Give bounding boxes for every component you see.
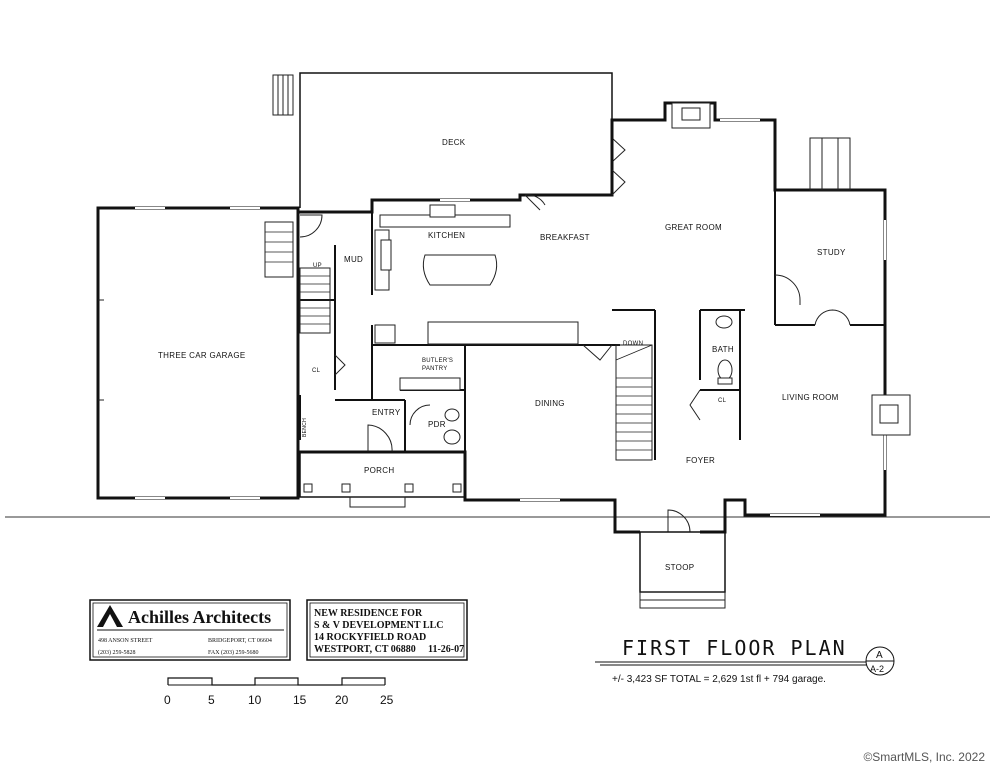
label-study: STUDY (817, 248, 846, 257)
label-kitchen: KITCHEN (428, 231, 465, 240)
architect-city: BRIDGEPORT, CT 06604 (208, 638, 272, 644)
pantry-counter (427, 321, 579, 345)
label-living-room: LIVING ROOM (782, 393, 839, 402)
sheet-title: FIRST FLOOR PLAN (622, 636, 847, 660)
label-stoop: STOOP (665, 563, 694, 572)
sheet-title-block: FIRST FLOOR PLAN A A-2 +/- 3,423 SF TOTA… (595, 636, 895, 685)
project-line-2: S & V DEVELOPMENT LLC (314, 620, 443, 631)
label-breakfast: BREAKFAST (540, 233, 590, 242)
kitchen-cabinets (374, 204, 511, 291)
label-porch: PORCH (364, 466, 394, 475)
label-dining: DINING (535, 399, 565, 408)
label-garage: THREE CAR GARAGE (158, 351, 245, 360)
architect-logo (97, 605, 123, 627)
architect-name: Achilles Architects (128, 607, 271, 627)
scale-tick-0: 0 (164, 693, 171, 707)
architect-title-block: Achilles Architects 498 ANSON STREET BRI… (89, 599, 291, 661)
door-swings (299, 214, 851, 533)
fireplace-living-room (871, 394, 911, 436)
label-pdr: PDR (428, 420, 446, 429)
architect-fax: FAX (203) 259-5680 (208, 649, 259, 656)
project-block: NEW RESIDENCE FOR S & V DEVELOPMENT LLC … (306, 599, 468, 661)
copyright-watermark: ©SmartMLS, Inc. 2022 (863, 750, 985, 764)
label-entry: ENTRY (372, 408, 401, 417)
scale-tick-5: 5 (208, 693, 215, 707)
fireplace-great-room (671, 102, 711, 129)
label-down: DOWN (623, 341, 643, 347)
architect-address: 498 ANSON STREET (98, 638, 153, 644)
label-closet-mud: CL (312, 368, 321, 374)
label-up: UP (313, 263, 322, 269)
kitchen-island (422, 254, 498, 286)
deck (272, 72, 626, 208)
label-butlers-pantry-2: PANTRY (422, 366, 448, 372)
scale-tick-15: 15 (293, 693, 307, 707)
project-line-3: 14 ROCKYFIELD ROAD (314, 632, 426, 643)
stoop (639, 531, 726, 609)
project-date: 11-26-07 (428, 644, 464, 655)
project-line-4: WESTPORT, CT 06880 (314, 644, 416, 655)
label-bath: BATH (712, 345, 734, 354)
area-note: +/- 3,423 SF TOTAL = 2,629 1st fl + 794 … (612, 674, 826, 685)
label-foyer: FOYER (686, 456, 715, 465)
label-deck: DECK (442, 138, 466, 147)
scale-tick-10: 10 (248, 693, 262, 707)
scale-tick-25: 25 (380, 693, 394, 707)
label-bench: BENCH (302, 418, 308, 437)
label-great-room: GREAT ROOM (665, 223, 722, 232)
sheet-number-top: A (876, 650, 883, 661)
chimney-study (809, 137, 851, 191)
architect-phone: (203) 259-5828 (98, 649, 136, 656)
scale-bar: 0 5 10 15 20 25 (164, 677, 394, 707)
bath-fixtures (443, 315, 733, 445)
scale-tick-20: 20 (335, 693, 349, 707)
label-mud: MUD (344, 255, 363, 264)
label-butlers-pantry-1: BUTLER'S (422, 358, 453, 364)
sheet-number-bottom: A-2 (870, 664, 884, 674)
label-closet-bath: CL (718, 398, 727, 404)
porch (299, 451, 466, 508)
stairs-main (615, 344, 653, 461)
project-line-1: NEW RESIDENCE FOR (314, 608, 423, 619)
stairs-to-basement-mud (264, 221, 331, 334)
